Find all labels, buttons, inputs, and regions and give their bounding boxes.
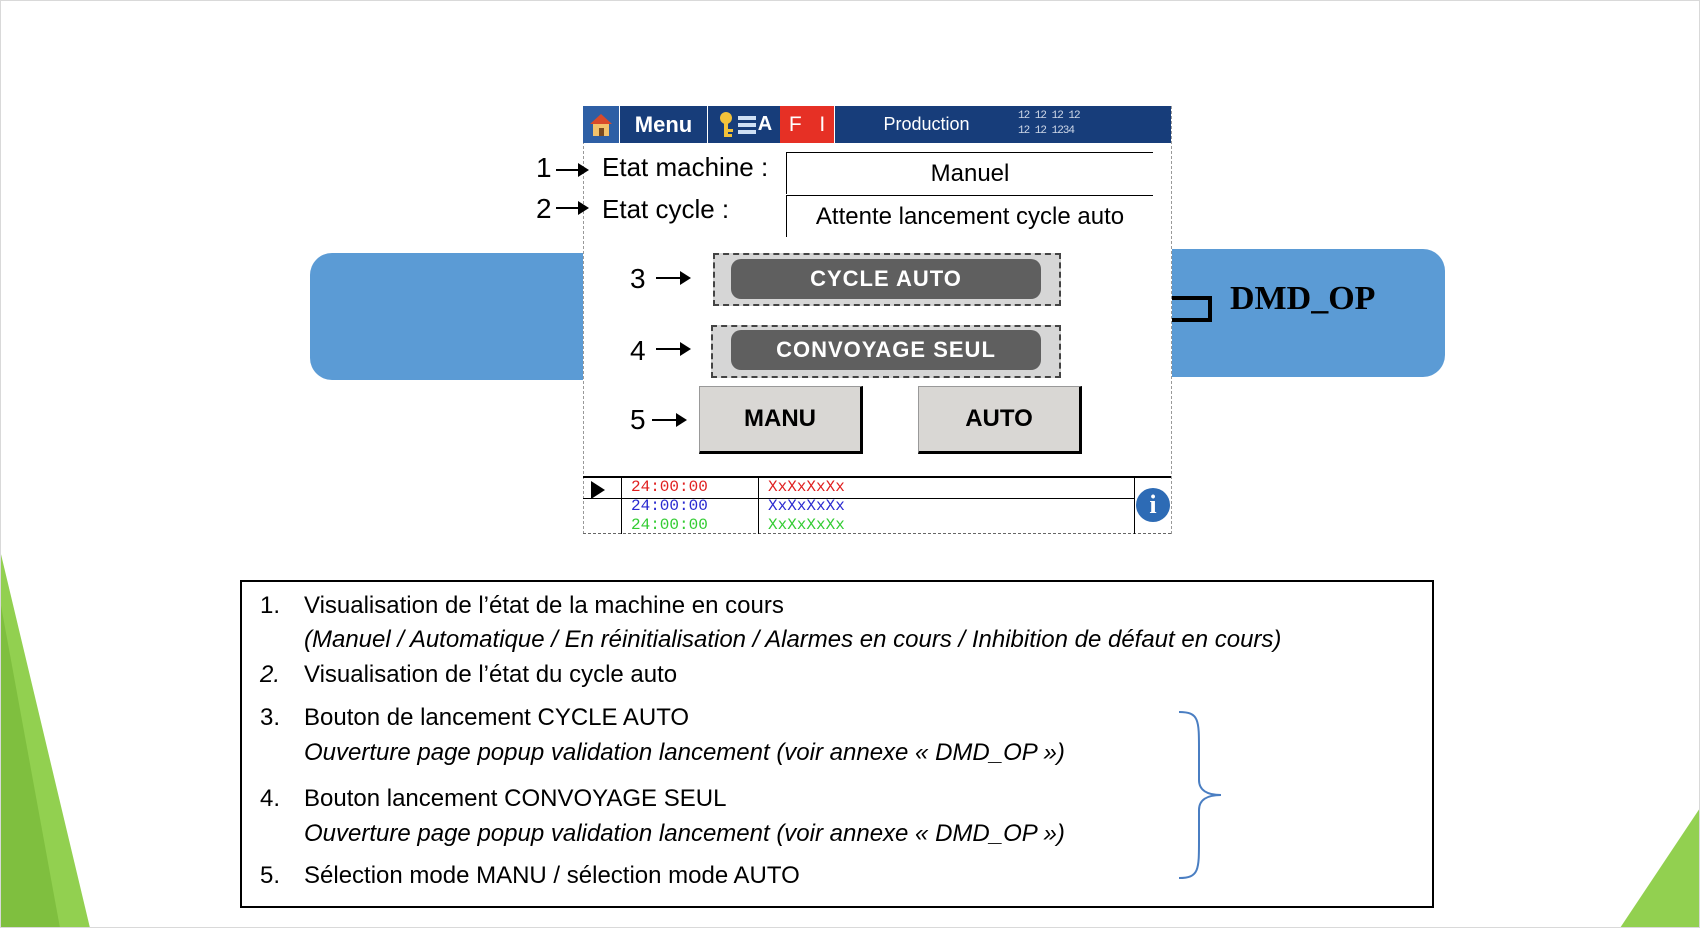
desc-item-5: Sélection mode MANU / sélection mode AUT… — [304, 862, 800, 889]
auto-button[interactable]: AUTO — [918, 386, 1082, 454]
counters-display: 12 12 12 12 12 12 1234 — [1018, 106, 1165, 143]
right-arrow-icon — [656, 271, 691, 285]
desc-item-3-detail: Ouverture page popup validation lancemen… — [304, 739, 1065, 766]
menu-button[interactable]: Menu — [620, 106, 708, 143]
auto-indicator: A — [757, 113, 773, 135]
dmd-op-label: DMD_OP — [1230, 280, 1376, 317]
info-icon[interactable]: i — [1136, 488, 1170, 522]
alarm-divider — [758, 478, 759, 534]
right-brace-icon — [1178, 711, 1222, 879]
alarm-time-2: 24:00:00 — [631, 497, 708, 515]
decorative-green-shape-left — [0, 550, 90, 928]
cycle-auto-button[interactable]: CYCLE AUTO — [731, 259, 1041, 299]
alarm-text-2: XxXxXxXx — [768, 497, 845, 515]
desc-item-1: Visualisation de l’état de la machine en… — [304, 592, 784, 619]
fault-letter: F — [788, 112, 802, 136]
production-tab[interactable]: Production — [883, 114, 970, 134]
desc-item-3: Bouton de lancement CYCLE AUTO — [304, 704, 690, 731]
callout-shape-left — [310, 253, 620, 380]
home-button[interactable] — [583, 106, 620, 143]
decorative-green-shape-right — [1620, 808, 1700, 928]
alarm-time-1: 24:00:00 — [631, 478, 708, 496]
fault-indicator[interactable]: F I — [780, 106, 835, 143]
marker-3: 3 — [630, 263, 646, 294]
marker-4: 4 — [630, 335, 646, 366]
alarm-divider — [621, 478, 622, 534]
cycle-state-label: Etat cycle : — [602, 194, 730, 224]
right-arrow-icon — [556, 201, 589, 215]
right-arrow-icon — [656, 342, 691, 356]
desc-number-4: 4. — [260, 785, 281, 812]
counters-line-2: 12 12 1234 — [1018, 125, 1075, 137]
machine-state-field: Manuel — [786, 152, 1153, 194]
marker-2: 2 — [536, 193, 552, 224]
play-icon — [591, 481, 605, 499]
desc-number-2: 2. — [260, 661, 281, 688]
desc-item-4: Bouton lancement CONVOYAGE SEUL — [304, 785, 727, 812]
counters-line-1: 12 12 12 12 — [1018, 110, 1081, 122]
home-icon — [590, 113, 612, 136]
alarm-time-3: 24:00:00 — [631, 516, 708, 534]
desc-number-1: 1. — [260, 592, 281, 619]
desc-item-1-detail: (Manuel / Automatique / En réinitialisat… — [304, 626, 1282, 653]
alarm-banner[interactable]: 24:00:00 XxXxXxXx 24:00:00 XxXxXxXx 24:0… — [583, 476, 1171, 534]
desc-item-4-detail: Ouverture page popup validation lancemen… — [304, 820, 1065, 847]
convoyage-seul-button[interactable]: CONVOYAGE SEUL — [731, 330, 1041, 370]
manu-button[interactable]: MANU — [699, 386, 863, 454]
right-arrow-icon — [556, 163, 589, 177]
desc-number-5: 5. — [260, 862, 281, 889]
marker-1: 1 — [536, 152, 552, 183]
access-button[interactable]: A — [708, 106, 780, 143]
desc-item-2: Visualisation de l’état du cycle auto — [304, 661, 678, 688]
marker-5: 5 — [630, 404, 646, 435]
hmi-top-bar: Menu A F I Production 12 12 12 12 12 12 … — [583, 106, 1171, 143]
hmi-panel — [583, 106, 1172, 534]
alarm-divider — [1134, 478, 1135, 534]
inhibit-letter: I — [819, 112, 826, 136]
alarm-row-line — [583, 498, 1135, 499]
alarm-text-3: XxXxXxXx — [768, 516, 845, 534]
list-icon — [737, 115, 756, 134]
key-icon — [719, 111, 733, 137]
cycle-state-field: Attente lancement cycle auto — [786, 195, 1153, 237]
description-box: 1. Visualisation de l’état de la machine… — [240, 580, 1434, 908]
right-arrow-icon — [652, 413, 687, 427]
desc-number-3: 3. — [260, 704, 281, 731]
alarm-text-1: XxXxXxXx — [768, 478, 845, 496]
machine-state-label: Etat machine : — [602, 152, 769, 182]
